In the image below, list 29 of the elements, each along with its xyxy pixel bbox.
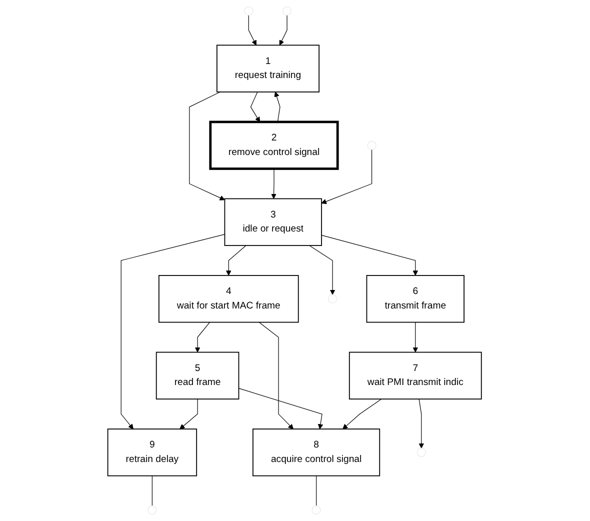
arrow bbox=[272, 168, 277, 199]
arrow bbox=[280, 14, 288, 46]
node-box: 3 idle or request bbox=[224, 198, 322, 246]
connector bbox=[152, 476, 153, 506]
node-box: 5 read frame bbox=[156, 352, 240, 400]
node-box: 8 acquire control signal bbox=[252, 428, 380, 476]
arrow bbox=[250, 92, 260, 122]
node-box: 9 retrain delay bbox=[108, 428, 198, 476]
arrow bbox=[190, 92, 226, 200]
arrow bbox=[259, 322, 294, 430]
node-box: 7 wait PMI transmit indic bbox=[349, 352, 482, 400]
arrow bbox=[238, 388, 324, 430]
arrow bbox=[413, 322, 418, 352]
node-box: 2 remove control signal bbox=[210, 120, 340, 170]
node-box: 6 transmit frame bbox=[366, 275, 465, 323]
arrow bbox=[342, 398, 382, 430]
arrow bbox=[274, 92, 281, 122]
arrow bbox=[195, 322, 210, 352]
node-box: 1 request training bbox=[216, 44, 320, 92]
connector bbox=[316, 476, 317, 506]
arrow bbox=[121, 234, 226, 430]
arrow bbox=[226, 245, 247, 276]
arrow bbox=[248, 14, 257, 46]
arrow bbox=[180, 398, 198, 430]
arrow bbox=[309, 245, 336, 295]
arrow bbox=[322, 149, 372, 204]
arrow bbox=[322, 234, 418, 276]
arrow bbox=[419, 398, 424, 448]
node-box: 4 wait for start MAC frame bbox=[158, 275, 300, 323]
